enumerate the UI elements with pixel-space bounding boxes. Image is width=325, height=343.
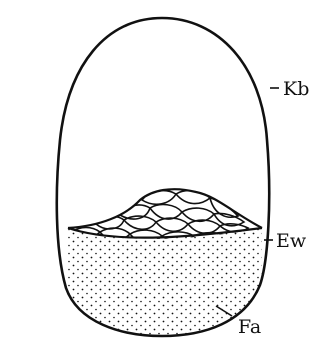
label-kb: Kb bbox=[283, 78, 309, 100]
label-ew: Ew bbox=[276, 230, 307, 252]
label-fa: Fa bbox=[238, 316, 261, 338]
